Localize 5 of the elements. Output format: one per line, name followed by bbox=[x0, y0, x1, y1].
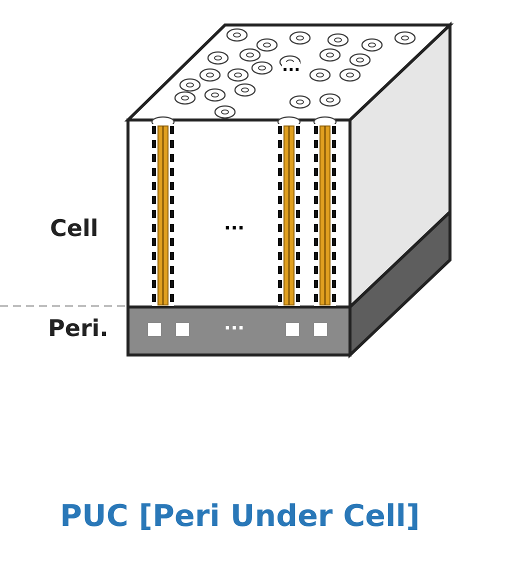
ellipsis-mark: ··· bbox=[224, 220, 245, 238]
layer-label: Peri. bbox=[48, 318, 108, 341]
ellipsis-mark: ··· bbox=[224, 320, 245, 338]
diagram-caption: PUC [Peri Under Cell] bbox=[60, 502, 420, 532]
layer-label: Cell bbox=[50, 218, 98, 241]
